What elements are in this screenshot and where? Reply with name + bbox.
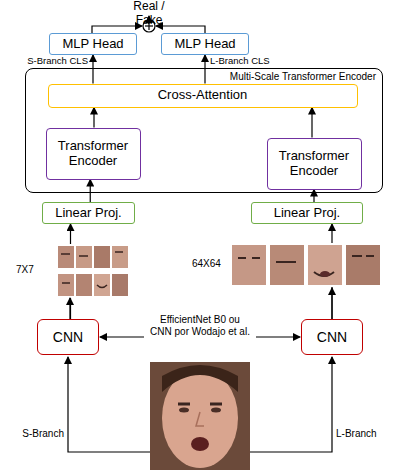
annotation-label: S-Branch: [10, 428, 64, 440]
annotation-label: 64X64: [192, 258, 221, 270]
process-box: MLP Head: [161, 33, 249, 55]
process-box: Transformer Encoder: [46, 128, 141, 180]
process-box: Linear Proj.: [42, 202, 135, 224]
box-label: MLP Head: [58, 37, 127, 52]
encoder-group: Multi-Scale Transformer EncoderCross-Att…: [25, 68, 383, 193]
flow-arrow: [204, 55, 205, 84]
process-box: MLP Head: [49, 33, 137, 55]
large-patches: [230, 243, 382, 287]
backbone-arrow: [100, 336, 144, 337]
head-to-sum-wire: [156, 26, 205, 33]
output-label: Real / Fake: [119, 0, 179, 28]
input-face: [150, 362, 250, 470]
flow-arrow: [92, 55, 93, 84]
process-box: Cross-Attention: [48, 84, 358, 108]
box-label: Transformer Encoder: [268, 149, 361, 179]
input-wire: [68, 357, 150, 452]
annotation-label: L-Branch CLS: [210, 56, 270, 67]
backbone-arrow: [256, 336, 300, 337]
process-box: CNN: [301, 319, 363, 355]
annotation-label: L-Branch: [336, 428, 377, 440]
process-box: Linear Proj.: [251, 202, 363, 224]
box-label: Cross-Attention: [154, 88, 252, 103]
annotation-label: 7X7: [16, 264, 34, 276]
head-to-sum-wire: [92, 26, 142, 33]
box-label: Transformer Encoder: [47, 139, 140, 169]
patch-arrow: [331, 288, 332, 319]
flow-arrow: [93, 108, 94, 128]
flow-arrow: [90, 180, 91, 203]
small-patches: [56, 244, 130, 298]
input-wire: [250, 357, 332, 452]
flow-arrow: [311, 108, 312, 138]
group-heading: Multi-Scale Transformer Encoder: [230, 71, 376, 83]
box-label: CNN: [313, 329, 351, 345]
box-label: MLP Head: [170, 37, 239, 52]
box-label: Linear Proj.: [270, 206, 344, 221]
backbone-note: EfficientNet B0 ou CNN por Wodajo et al.: [148, 314, 252, 337]
box-label: CNN: [49, 329, 87, 345]
patch-arrow: [69, 298, 70, 319]
process-box: Transformer Encoder: [267, 138, 362, 190]
process-box: CNN: [37, 319, 99, 355]
annotation-label: S-Branch CLS: [26, 56, 88, 67]
box-label: Linear Proj.: [51, 206, 125, 221]
flow-arrow: [313, 190, 314, 203]
